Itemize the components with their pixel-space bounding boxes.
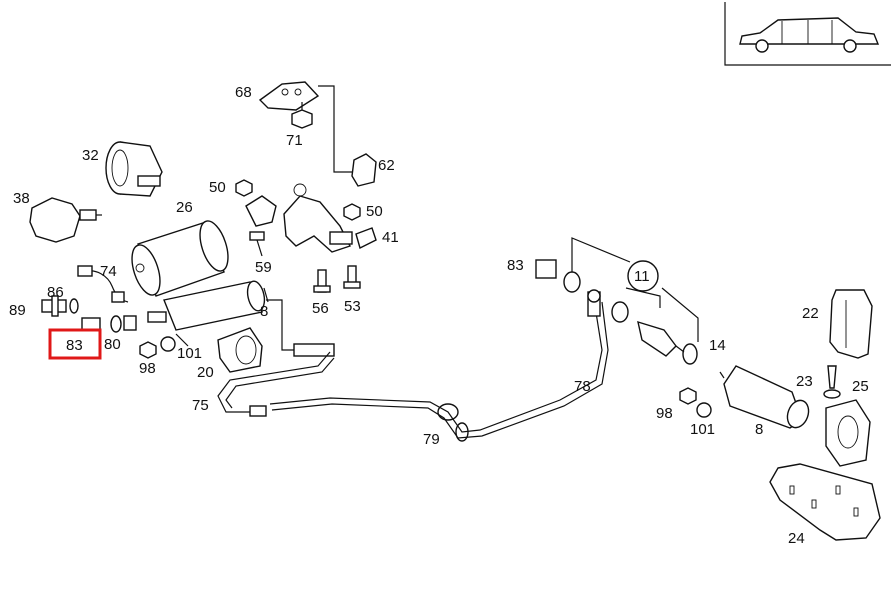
label-25[interactable]: 25 bbox=[852, 378, 869, 395]
label-74[interactable]: 74 bbox=[100, 263, 117, 280]
label-14[interactable]: 14 bbox=[709, 337, 726, 354]
label-11[interactable]: 11 bbox=[634, 268, 650, 285]
label-62[interactable]: 62 bbox=[378, 157, 395, 174]
label-50-left[interactable]: 50 bbox=[209, 179, 226, 196]
label-83-right[interactable]: 83 bbox=[507, 257, 524, 274]
part-8-fuel-pump-left[interactable] bbox=[147, 280, 269, 331]
part-11-seal-ring-set[interactable] bbox=[563, 237, 699, 365]
part-50-nut-left[interactable] bbox=[235, 179, 253, 197]
part-98-nut-right[interactable] bbox=[679, 387, 697, 405]
part-25-ring[interactable] bbox=[825, 399, 871, 467]
part-98-nut-left[interactable] bbox=[139, 341, 157, 359]
part-68-bracket[interactable] bbox=[258, 81, 320, 111]
label-89[interactable]: 89 bbox=[9, 302, 26, 319]
part-75-fuel-line[interactable] bbox=[217, 299, 335, 417]
label-53[interactable]: 53 bbox=[344, 298, 361, 315]
part-20-pump-holder[interactable] bbox=[217, 327, 263, 373]
label-59[interactable]: 59 bbox=[255, 259, 272, 276]
label-98-right[interactable]: 98 bbox=[656, 405, 673, 422]
part-24-pump-cover[interactable] bbox=[769, 463, 881, 541]
part-14-check-valve[interactable] bbox=[637, 320, 685, 357]
part-59-bolt[interactable] bbox=[249, 231, 265, 257]
part-83-union-right[interactable] bbox=[535, 259, 557, 279]
part-101-washer-right[interactable] bbox=[696, 402, 712, 418]
part-23-screw[interactable] bbox=[823, 365, 841, 399]
label-41[interactable]: 41 bbox=[382, 229, 399, 246]
label-26[interactable]: 26 bbox=[176, 199, 193, 216]
label-98-left[interactable]: 98 bbox=[139, 360, 156, 377]
part-74-hose[interactable] bbox=[77, 265, 129, 303]
label-101-left[interactable]: 101 bbox=[177, 345, 202, 362]
label-24[interactable]: 24 bbox=[788, 530, 805, 547]
label-32[interactable]: 32 bbox=[82, 147, 99, 164]
label-38[interactable]: 38 bbox=[13, 190, 30, 207]
label-68[interactable]: 68 bbox=[235, 84, 252, 101]
part-71-nut[interactable] bbox=[291, 102, 313, 129]
part-8-fuel-pump-right[interactable] bbox=[719, 365, 812, 431]
part-56-screw[interactable] bbox=[313, 269, 331, 293]
part-38-pressure-regulator[interactable] bbox=[29, 197, 102, 243]
vehicle-thumbnail bbox=[724, 2, 891, 66]
label-79[interactable]: 79 bbox=[423, 431, 440, 448]
part-22-bracket[interactable] bbox=[829, 289, 873, 359]
label-86[interactable]: 86 bbox=[47, 284, 64, 301]
part-78-fuel-line[interactable] bbox=[269, 289, 609, 439]
label-71[interactable]: 71 bbox=[286, 132, 303, 149]
part-89-banjo-bolt[interactable] bbox=[41, 295, 67, 317]
part-83-union-left[interactable] bbox=[81, 317, 101, 331]
part-32-clamp[interactable] bbox=[105, 141, 163, 197]
part-80-seal[interactable] bbox=[110, 315, 137, 333]
label-101-right[interactable]: 101 bbox=[690, 421, 715, 438]
part-101-washer-left[interactable] bbox=[160, 333, 189, 352]
label-22[interactable]: 22 bbox=[802, 305, 819, 322]
label-75[interactable]: 75 bbox=[192, 397, 209, 414]
label-20[interactable]: 20 bbox=[197, 364, 214, 381]
label-8-left[interactable]: 8 bbox=[260, 303, 268, 320]
part-26-fuel-filter[interactable] bbox=[127, 218, 234, 299]
part-62-clip[interactable] bbox=[351, 153, 377, 187]
label-83-selected[interactable]: 83 bbox=[66, 337, 83, 354]
part-50-nut-right[interactable] bbox=[343, 203, 361, 221]
label-56[interactable]: 56 bbox=[312, 300, 329, 317]
leader-68-62 bbox=[318, 85, 352, 173]
label-50-right[interactable]: 50 bbox=[366, 203, 383, 220]
part-86-washer[interactable] bbox=[69, 298, 79, 314]
label-23[interactable]: 23 bbox=[796, 373, 813, 390]
label-8-right[interactable]: 8 bbox=[755, 421, 763, 438]
part-53-screw[interactable] bbox=[343, 265, 361, 289]
label-78[interactable]: 78 bbox=[574, 378, 591, 395]
part-41-clamp-assembly[interactable] bbox=[245, 183, 377, 253]
selected-part-highlight bbox=[48, 328, 102, 360]
label-80[interactable]: 80 bbox=[104, 336, 121, 353]
